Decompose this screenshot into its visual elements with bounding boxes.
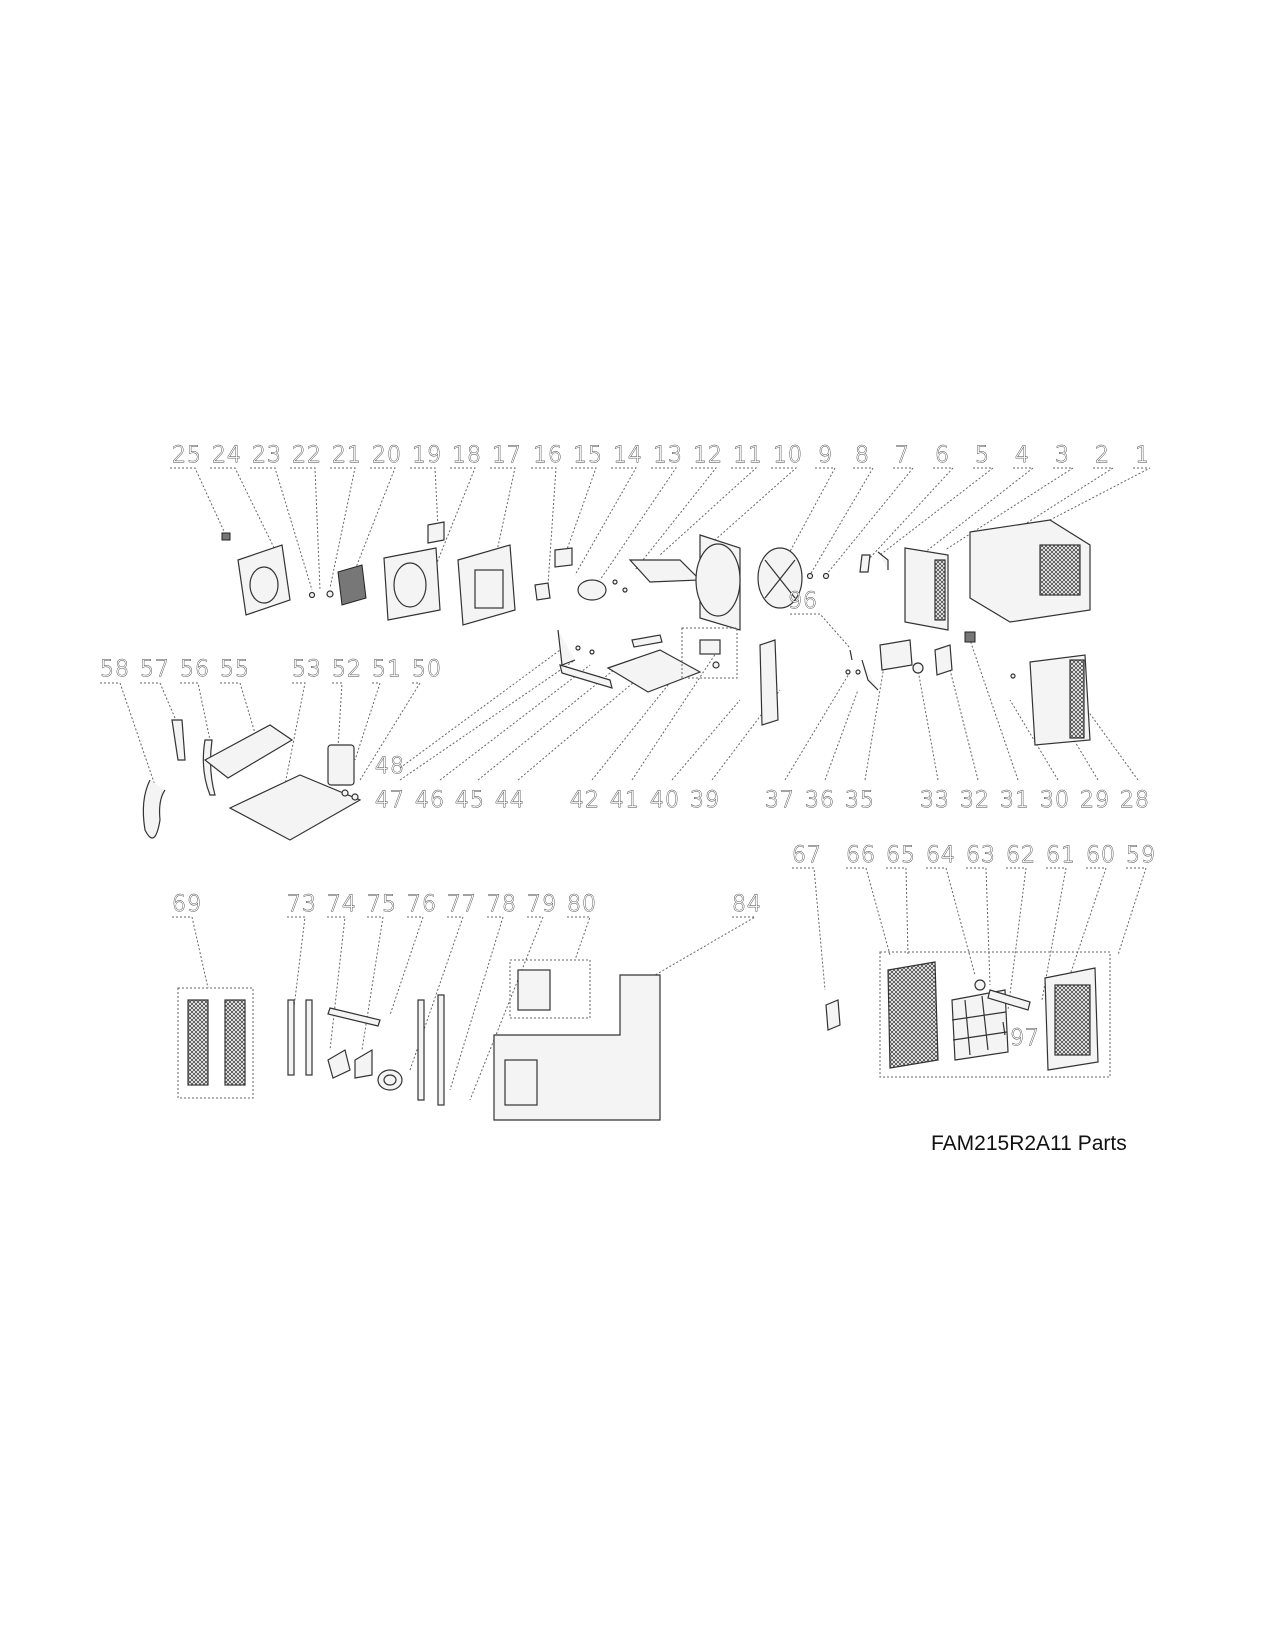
callout-63: 63	[966, 843, 996, 868]
callout-61: 61	[1046, 843, 1076, 868]
callout-53: 53	[292, 657, 322, 682]
callout-5: 5	[975, 443, 990, 468]
callout-8: 8	[855, 443, 870, 468]
parts-right-bottom	[845, 631, 1091, 746]
callout-56: 56	[180, 657, 210, 682]
callout-23: 23	[252, 443, 282, 468]
callout-75: 75	[367, 892, 397, 917]
callout-65: 65	[886, 843, 916, 868]
parts-left-group	[142, 719, 362, 841]
callout-47: 47	[375, 788, 405, 813]
leaders-row1	[170, 467, 1151, 591]
callout-39: 39	[690, 788, 720, 813]
callout-7: 7	[895, 443, 910, 468]
callout-77: 77	[447, 892, 477, 917]
callout-16: 16	[533, 443, 563, 468]
callout-80: 80	[567, 892, 597, 917]
callout-30: 30	[1040, 788, 1070, 813]
callout-37: 37	[765, 788, 795, 813]
callout-33: 33	[920, 788, 950, 813]
callout-52: 52	[332, 657, 362, 682]
leaders-mid-bottom	[399, 649, 781, 781]
callouts-right-bottom: 96 37 36 35 33 32 31 30 29 28	[765, 589, 1150, 814]
parts-grille-group	[825, 951, 1111, 1078]
parts-mid-bottom	[557, 627, 779, 726]
parts-lower-left	[177, 959, 661, 1121]
callout-15: 15	[573, 443, 603, 468]
callout-64: 64	[926, 843, 956, 868]
callout-24: 24	[212, 443, 242, 468]
callout-42: 42	[570, 788, 600, 813]
callout-66: 66	[846, 843, 876, 868]
callout-57: 57	[140, 657, 170, 682]
callout-76: 76	[407, 892, 437, 917]
callouts-mid-bottom: 48 47 46 45 44 42 41 40 39	[375, 754, 720, 814]
callouts-row1: 25 24 23 22 21 20 19 18 17 16 15 14 13 1…	[172, 443, 1150, 469]
callout-12: 12	[693, 443, 723, 468]
callout-41: 41	[610, 788, 640, 813]
callout-25: 25	[172, 443, 202, 468]
callout-11: 11	[733, 443, 763, 468]
leaders-lower-left	[172, 916, 757, 1101]
callout-1: 1	[1135, 443, 1150, 468]
callout-58: 58	[100, 657, 130, 682]
callout-10: 10	[773, 443, 803, 468]
callout-13: 13	[653, 443, 683, 468]
callout-3: 3	[1055, 443, 1070, 468]
diagram-caption: FAM215R2A11 Parts	[931, 1132, 1127, 1155]
callout-96: 96	[788, 589, 818, 614]
callout-22: 22	[292, 443, 322, 468]
callout-73: 73	[287, 892, 317, 917]
callout-55: 55	[220, 657, 250, 682]
callout-35: 35	[845, 788, 875, 813]
callout-18: 18	[452, 443, 482, 468]
callouts-grille-group: 67 66 65 64 63 62 61 60 59 97	[792, 843, 1156, 1052]
callout-97: 97	[1010, 1026, 1040, 1051]
callouts-left-group: 58 57 56 55 53 52 51 50	[100, 657, 442, 683]
callout-78: 78	[487, 892, 517, 917]
leaders-grille-group	[792, 867, 1147, 1011]
callout-2: 2	[1095, 443, 1110, 468]
callouts-lower-left: 69 73 74 75 76 77 78 79 80 84	[172, 892, 762, 918]
callout-6: 6	[935, 443, 950, 468]
callout-60: 60	[1086, 843, 1116, 868]
callout-17: 17	[492, 443, 522, 468]
callout-79: 79	[527, 892, 557, 917]
callout-21: 21	[332, 443, 362, 468]
callout-69: 69	[172, 892, 202, 917]
callout-62: 62	[1006, 843, 1036, 868]
callout-44: 44	[495, 788, 525, 813]
callout-28: 28	[1120, 788, 1150, 813]
callout-31: 31	[1000, 788, 1030, 813]
callout-14: 14	[613, 443, 643, 468]
callout-48: 48	[375, 754, 405, 779]
parts-row1	[221, 519, 1091, 631]
callout-74: 74	[327, 892, 357, 917]
callout-36: 36	[805, 788, 835, 813]
callout-19: 19	[412, 443, 442, 468]
leaders-left-group	[100, 682, 421, 811]
callout-20: 20	[372, 443, 402, 468]
callout-40: 40	[650, 788, 680, 813]
callout-29: 29	[1080, 788, 1110, 813]
callout-67: 67	[792, 843, 822, 868]
callout-32: 32	[960, 788, 990, 813]
callout-45: 45	[455, 788, 485, 813]
callout-46: 46	[415, 788, 445, 813]
callout-9: 9	[818, 443, 833, 468]
callout-84: 84	[732, 892, 762, 917]
callout-4: 4	[1015, 443, 1030, 468]
callout-50: 50	[412, 657, 442, 682]
callout-59: 59	[1126, 843, 1156, 868]
callout-51: 51	[372, 657, 402, 682]
